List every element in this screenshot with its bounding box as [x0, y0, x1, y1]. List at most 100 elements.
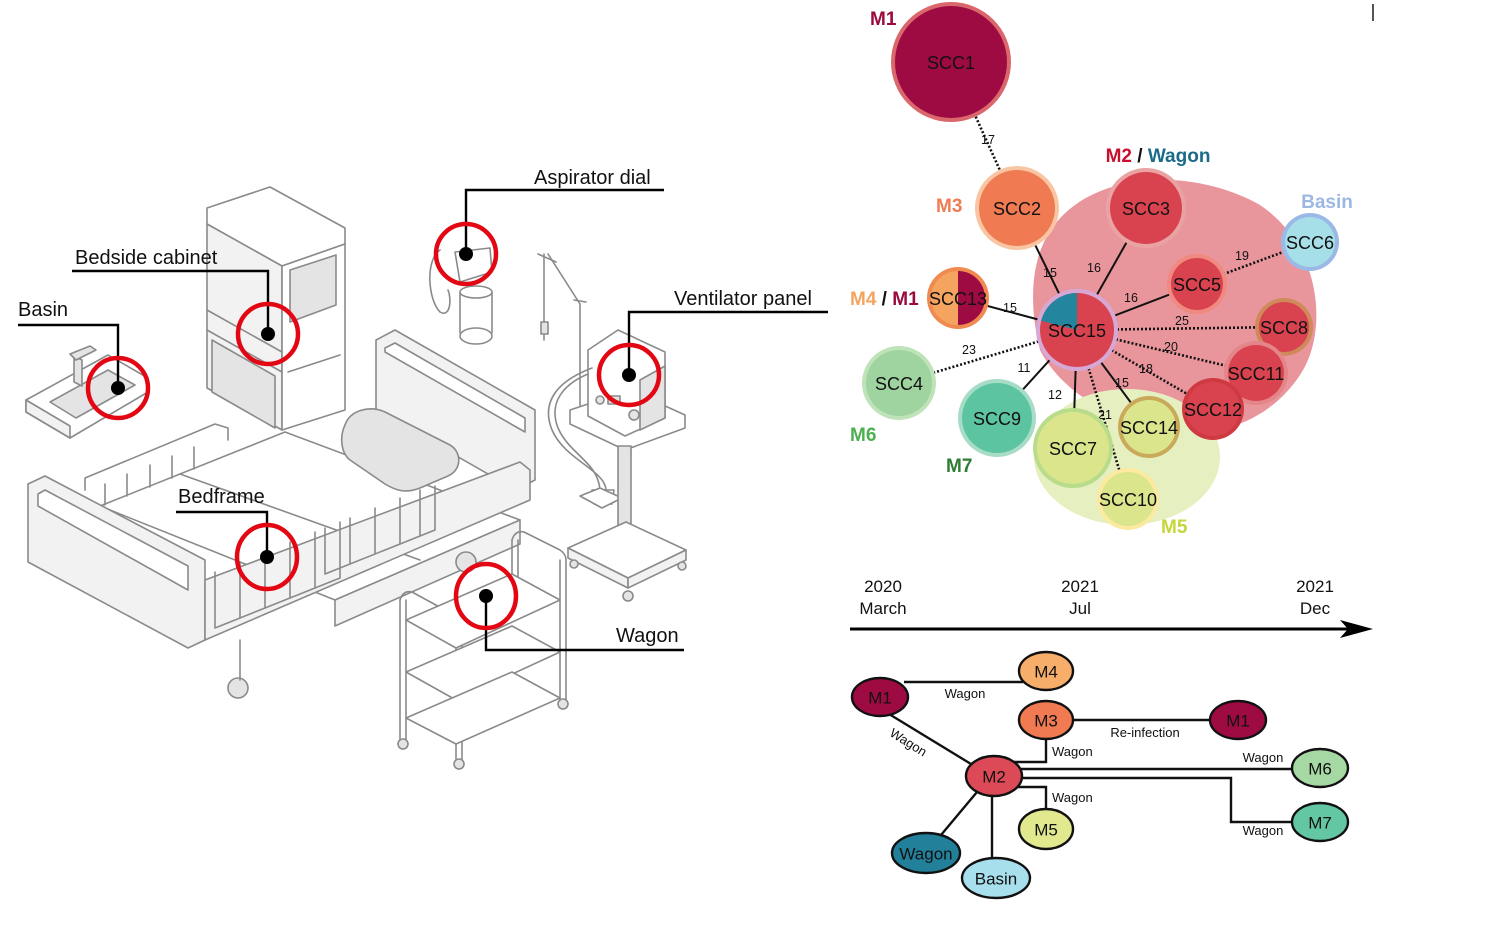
node-label: SCC8: [1260, 318, 1308, 338]
transmission-node-shape: [964, 754, 1024, 798]
edge-distance-label: 11: [1018, 361, 1031, 375]
transmission-node-label: M4: [1034, 663, 1058, 682]
transmission-node-m1a[interactable]: M1: [850, 676, 910, 718]
node-scc10[interactable]: SCC10: [1097, 468, 1159, 530]
transmission-node-shape: [850, 676, 910, 718]
node-scc14[interactable]: SCC14: [1118, 396, 1180, 458]
edge-distance-label: 21: [1098, 408, 1112, 422]
transmission-edge-m1a-m2: [888, 712, 972, 766]
edge-distance-label: 15: [1003, 301, 1017, 315]
callout-ventilator-panel[interactable]: Ventilator panel: [596, 288, 828, 408]
node-label: SCC5: [1173, 275, 1221, 295]
node-body: [1259, 302, 1309, 352]
node-label: SCC11: [1228, 364, 1285, 384]
group-label-part: M3: [936, 196, 962, 217]
node-scc11[interactable]: SCC11: [1224, 341, 1288, 405]
node-label: SCC12: [1184, 400, 1242, 420]
node-body: [1101, 472, 1155, 526]
edge-distance-label: 19: [1235, 249, 1249, 263]
node-scc7[interactable]: SCC7: [1033, 408, 1113, 488]
node-scc13[interactable]: SCC13: [927, 267, 989, 329]
callout-wagon[interactable]: Wagon: [453, 561, 684, 652]
edge-scc15-scc8: [1076, 325, 1285, 332]
node-scc4[interactable]: SCC4: [862, 346, 936, 420]
node-body: [1122, 400, 1176, 454]
transmission-edge-label: Wagon: [1243, 823, 1284, 838]
node-scc12[interactable]: SCC12: [1182, 378, 1244, 440]
group-label-m2-wagon: M2 / Wagon: [1106, 146, 1211, 167]
transmission-node-label: M3: [1034, 712, 1058, 731]
group-label-part: M4: [850, 289, 877, 310]
transmission-node-m4[interactable]: M4: [1017, 650, 1075, 692]
node-scc8[interactable]: SCC8: [1255, 298, 1313, 356]
node-label: SCC1: [927, 53, 975, 73]
node-body: [1228, 345, 1284, 401]
edge-distance-label: 18: [1139, 362, 1153, 376]
transmission-node-label: M5: [1034, 821, 1058, 840]
transmission-edge-label: Wagon: [1052, 744, 1093, 759]
iv-pole: [537, 253, 587, 411]
transmission-node-basin[interactable]: Basin: [960, 856, 1032, 900]
group-label-part: M2: [1106, 146, 1132, 167]
node-scc5[interactable]: SCC5: [1167, 254, 1227, 314]
transmission-node-m5[interactable]: M5: [1017, 807, 1075, 851]
node-pie-slice: [958, 271, 985, 325]
callout-bedframe[interactable]: Bedframe: [176, 486, 300, 592]
transmission-node-m3[interactable]: M3: [1017, 699, 1075, 741]
transmission-edge-label: Wagon: [1243, 750, 1284, 765]
transmission-edge-label: Re-infection: [1110, 725, 1179, 740]
node-label: SCC3: [1122, 199, 1170, 219]
edge-distance-label: 25: [1175, 314, 1189, 328]
group-label-part: /: [1132, 146, 1148, 167]
edge-distance-label: 12: [1048, 388, 1062, 402]
transmission-node-m1b[interactable]: M1: [1208, 699, 1268, 741]
transmission-node-label: M1: [868, 689, 892, 708]
edge-distance-label: 17: [981, 133, 995, 147]
node-body: [979, 170, 1055, 246]
transmission-node-shape: [1208, 699, 1268, 741]
transmission-node-wagon[interactable]: Wagon: [890, 831, 962, 875]
node-pie-slice: [1041, 293, 1077, 330]
bed: [27, 329, 536, 699]
transmission-node-m2[interactable]: M2: [964, 754, 1024, 798]
callout-label: Basin: [18, 299, 68, 321]
transmission-node-label: M7: [1308, 814, 1332, 833]
group-label-m6: M6: [850, 425, 876, 446]
node-body: [895, 6, 1007, 118]
transmission-edge-label: Wagon: [1052, 790, 1093, 805]
group-label-part: Basin: [1301, 192, 1353, 213]
node-scc3[interactable]: SCC3: [1106, 168, 1186, 248]
node-scc1[interactable]: SCC1: [891, 2, 1011, 122]
transmission-node-label: M1: [1226, 712, 1250, 731]
group-label-m7: M7: [946, 456, 972, 477]
callout-label: Bedframe: [178, 486, 265, 508]
transmission-node-m7[interactable]: M7: [1290, 801, 1350, 843]
node-scc6[interactable]: SCC6: [1281, 213, 1339, 271]
callout-label: Ventilator panel: [674, 288, 812, 310]
node-scc2[interactable]: SCC2: [975, 166, 1059, 250]
node-body: [1037, 412, 1109, 484]
transmission-node-shape: [1017, 807, 1075, 851]
node-body: [962, 383, 1032, 453]
callout-label: Aspirator dial: [534, 167, 651, 189]
transmission-node-m6[interactable]: M6: [1290, 747, 1350, 789]
node-scc9[interactable]: SCC9: [958, 379, 1036, 457]
node-label: SCC13: [929, 289, 987, 309]
transmission-node-label: Basin: [975, 870, 1018, 889]
callout-aspirator-dial[interactable]: Aspirator dial: [433, 167, 664, 287]
transmission-node-shape: [890, 831, 962, 875]
node-scc15[interactable]: SCC15: [1036, 289, 1118, 371]
transmission-edge-m2-m3: [1012, 739, 1048, 764]
callout-basin[interactable]: Basin: [18, 299, 151, 421]
node-body: [1285, 217, 1335, 267]
group-label-m5: M5: [1161, 517, 1188, 538]
transmission-edge-label: Wagon: [887, 725, 929, 759]
group-label-m1: M1: [870, 9, 897, 30]
group-label-part: M1: [892, 289, 919, 310]
node-body: [866, 350, 932, 416]
node-label: SCC7: [1049, 439, 1097, 459]
callout-bedside-cabinet[interactable]: Bedside cabinet: [72, 247, 301, 367]
node-label: SCC14: [1120, 418, 1178, 438]
